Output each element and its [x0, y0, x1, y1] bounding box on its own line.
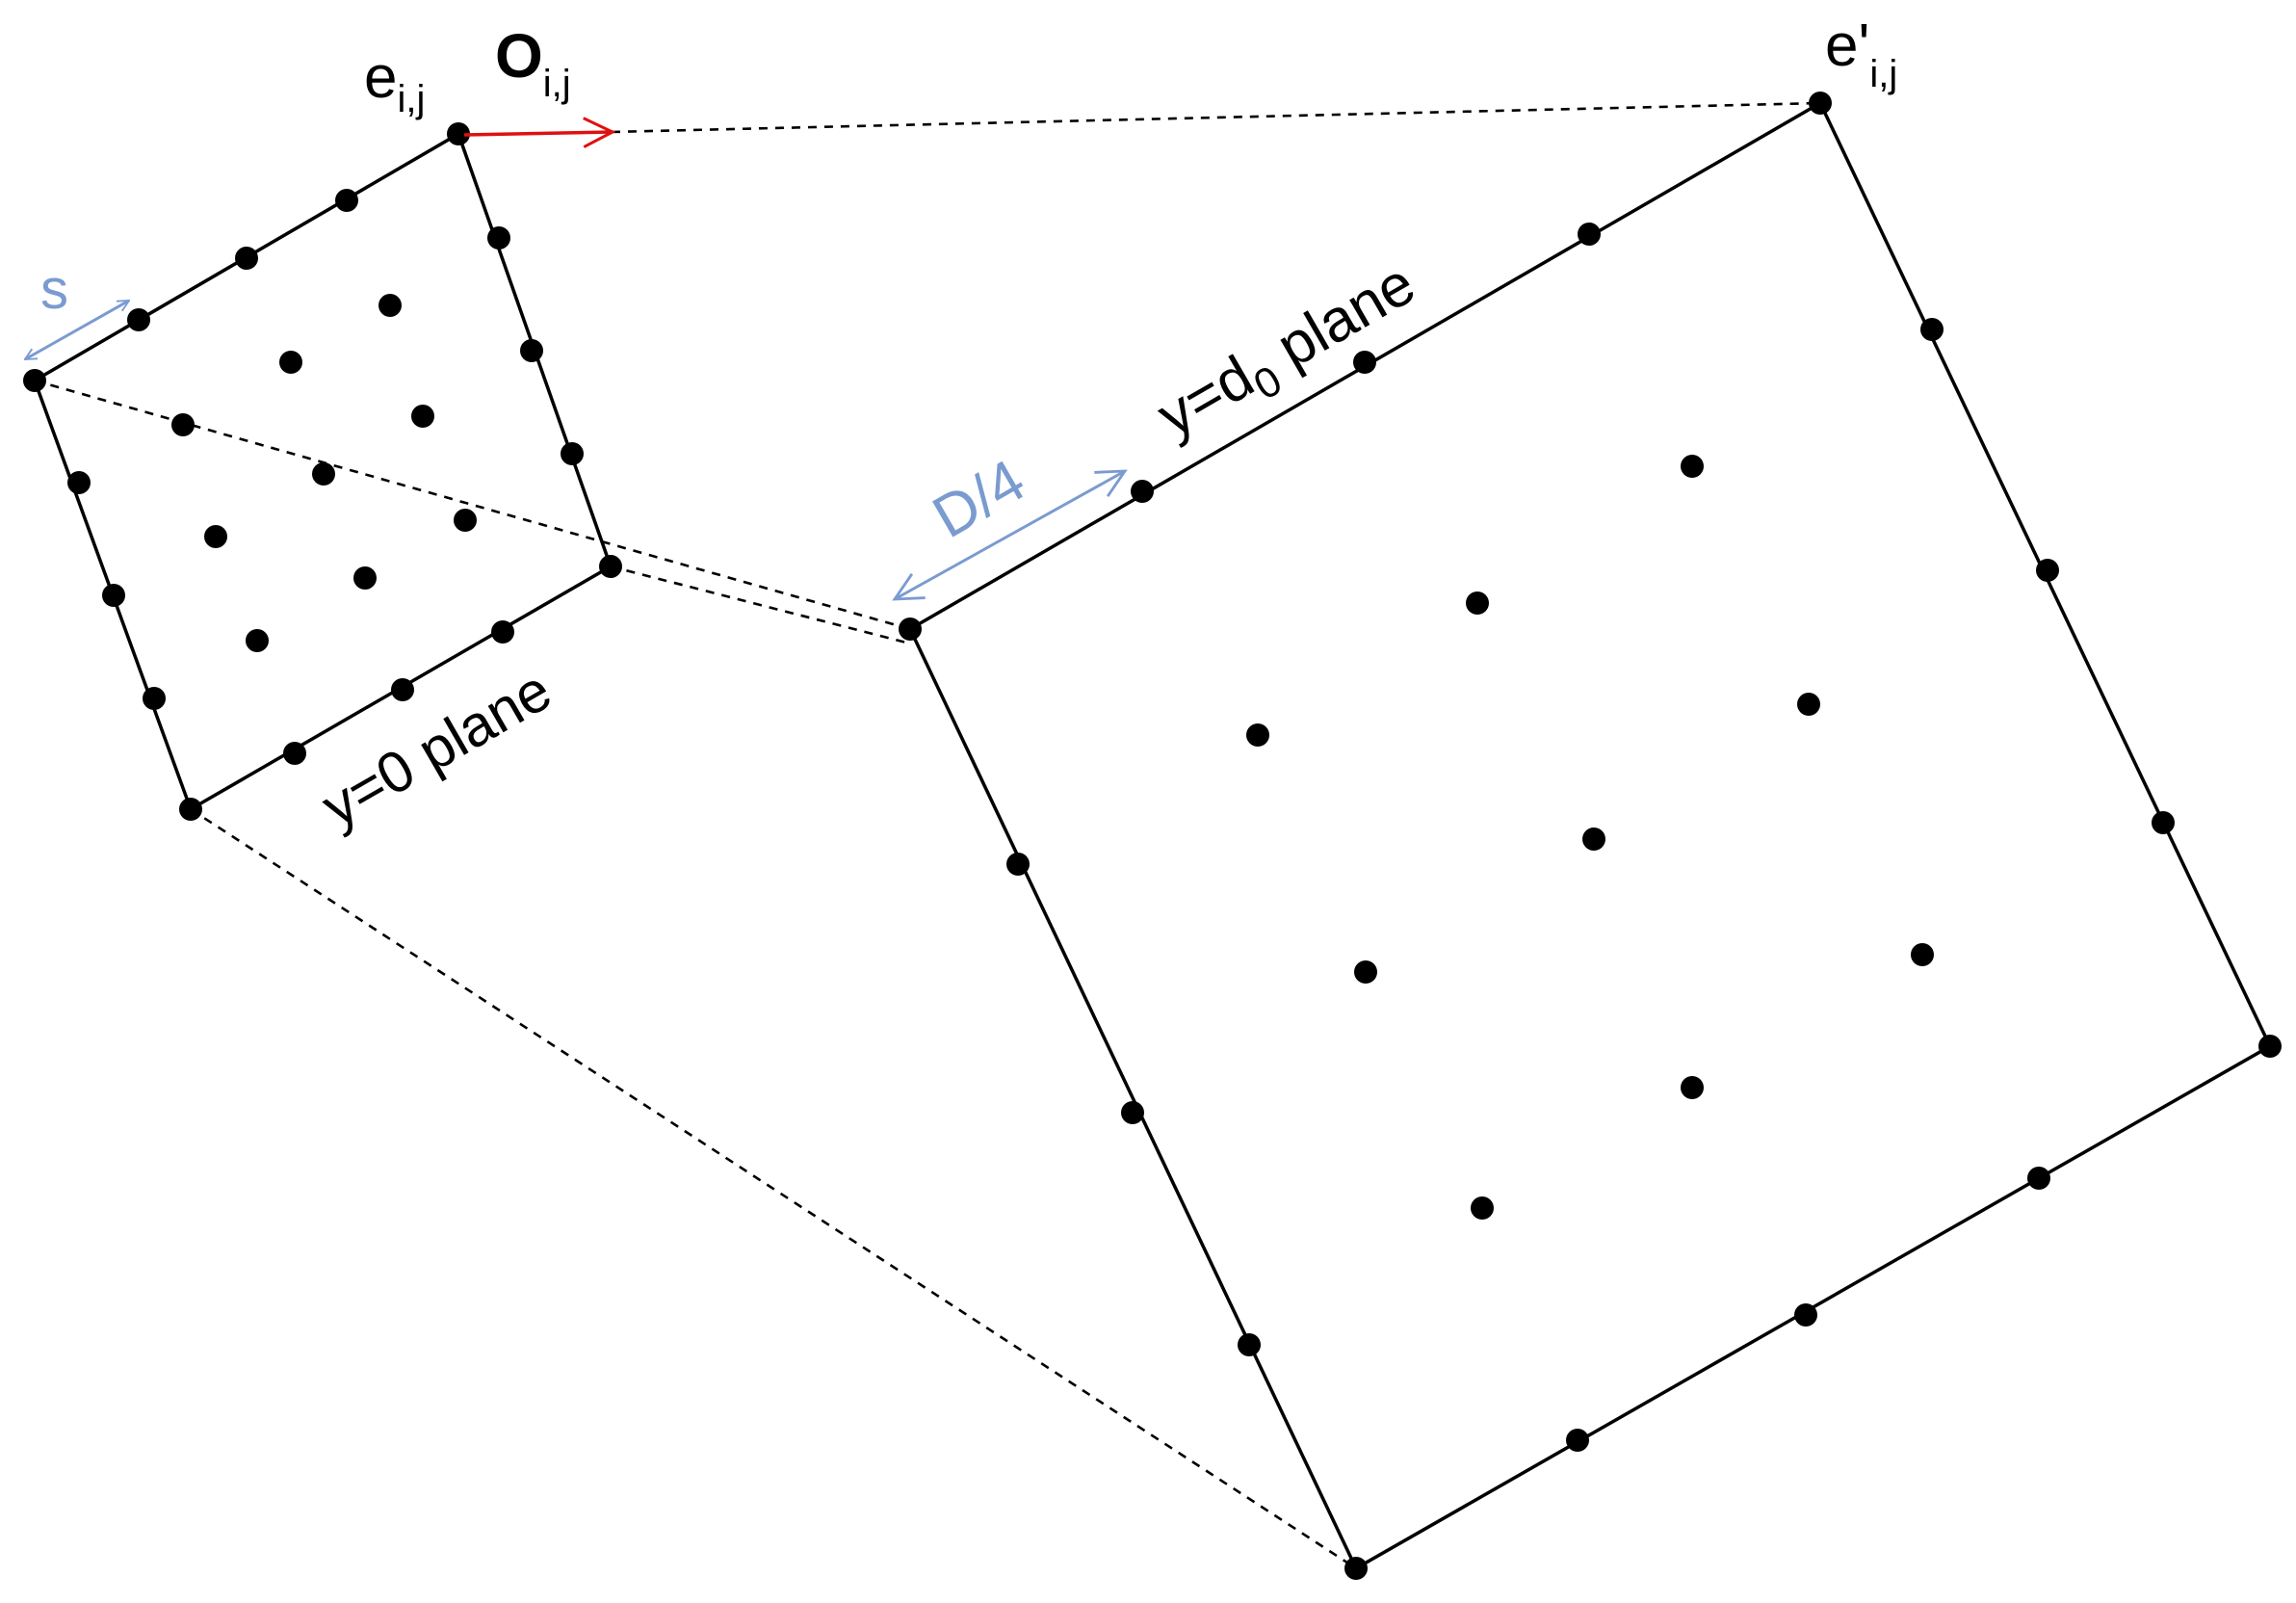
offset-arrow [463, 132, 613, 135]
s-spacing-arrow [25, 299, 129, 361]
large-plane-points [899, 92, 2282, 1580]
projection-top [611, 101, 1821, 134]
projection-left-corner [34, 379, 911, 631]
projection-right-corner [610, 565, 911, 645]
projection-lines [34, 101, 1821, 1570]
label-d4: D/4 [923, 447, 1036, 551]
d4-spacing-arrow [895, 471, 1125, 599]
label-plane-0: y=0 plane [311, 657, 561, 839]
projection-bottom [190, 807, 1357, 1570]
label-o: Oi,j [495, 21, 571, 105]
label-s: s [40, 258, 68, 321]
label-e: ei,j [364, 44, 425, 120]
small-plane-points [23, 122, 622, 821]
label-e-prime: e'i,j [1825, 13, 1897, 95]
